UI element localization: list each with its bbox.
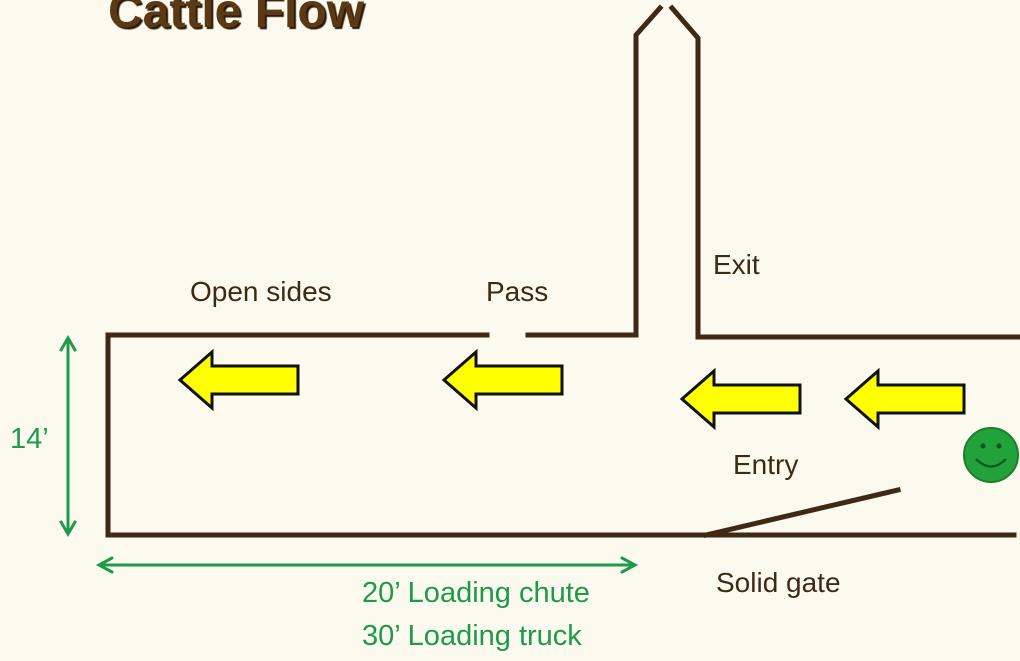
length-dimension-arrow <box>95 556 639 574</box>
left-arrow-icon <box>679 367 802 431</box>
flow-arrows <box>177 348 966 431</box>
pass-label: Pass <box>486 276 549 307</box>
chute-walls <box>105 4 1020 539</box>
open-sides-label: Open sides <box>190 276 332 307</box>
solid-gate <box>702 486 902 539</box>
dimension-markers <box>59 335 639 574</box>
truck-length-label: 30’ Loading truck <box>362 620 582 652</box>
exit-label: Exit <box>713 249 760 280</box>
smiley-face-icon <box>963 427 1019 483</box>
left-arrow-icon <box>177 348 300 412</box>
diagram-title: Cattle Flow <box>108 0 365 38</box>
entry-label: Entry <box>733 449 799 480</box>
solid-gate-label: Solid gate <box>716 567 841 598</box>
left-arrow-icon <box>441 348 564 412</box>
exit-alley-right-wall <box>668 4 701 338</box>
left-top-wall <box>105 332 490 538</box>
width-dimension-arrow <box>59 335 77 537</box>
left-arrow-icon <box>843 367 966 431</box>
chute-length-label: 20’ Loading chute <box>362 577 590 609</box>
exit-alley-left-wall <box>633 4 664 338</box>
width-label: 14’ <box>10 423 49 455</box>
